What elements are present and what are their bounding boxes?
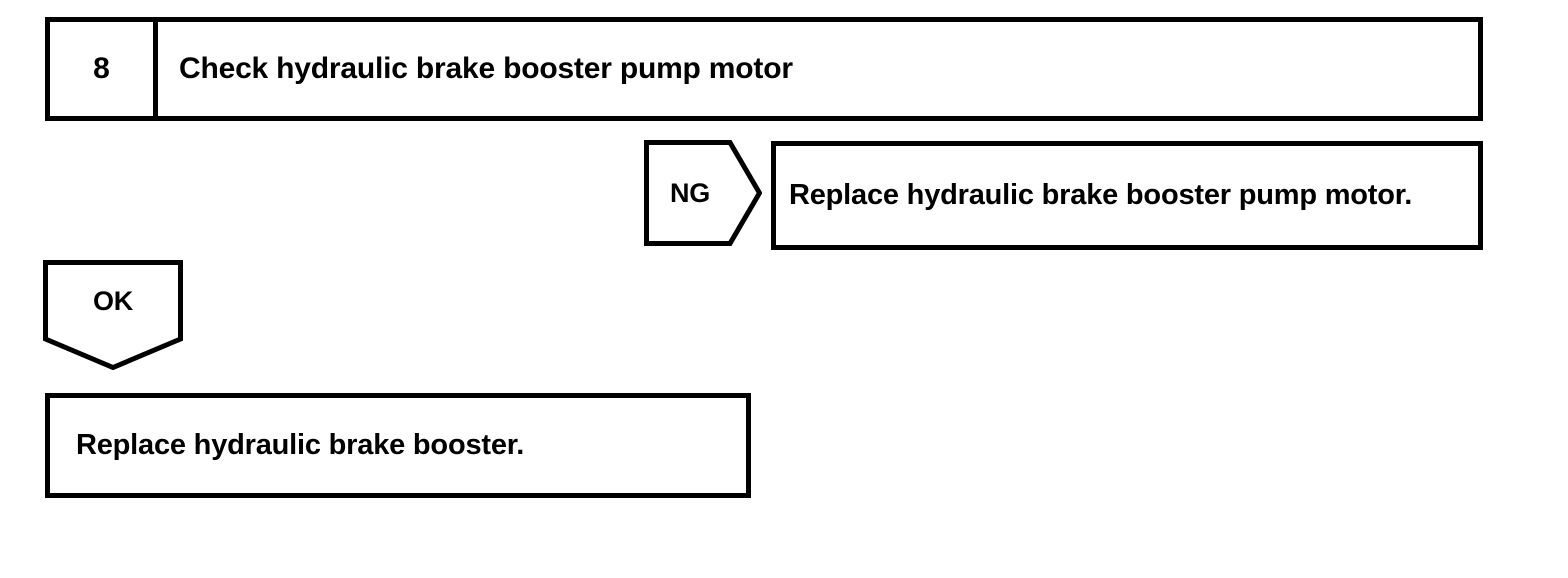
- step-row: 8 Check hydraulic brake booster pump mot…: [45, 17, 1483, 121]
- ng-chevron-icon: [644, 140, 762, 246]
- step-instruction-cell: Check hydraulic brake booster pump motor: [179, 52, 793, 85]
- ok-chevron-icon: [43, 260, 183, 370]
- ok-result-box: Replace hydraulic brake booster.: [45, 393, 751, 498]
- step-number-cell: 8: [50, 22, 158, 116]
- ng-result-box: Replace hydraulic brake booster pump mot…: [771, 141, 1483, 250]
